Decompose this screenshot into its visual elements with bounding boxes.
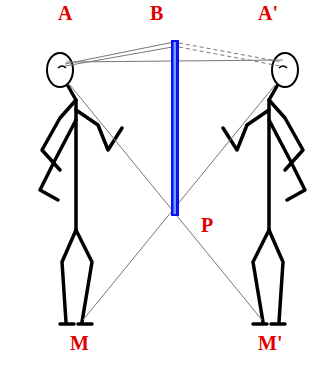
mirror — [171, 40, 179, 216]
point-label: M — [70, 332, 89, 354]
point-label: A — [58, 2, 72, 24]
point-label: B — [150, 2, 163, 24]
left-person — [40, 53, 122, 324]
sight-lines — [65, 42, 283, 320]
mirror-shine — [174, 42, 177, 214]
right-person — [223, 53, 305, 324]
reflected-lines — [179, 43, 282, 66]
point-label: M' — [258, 332, 282, 354]
point-label: P — [201, 214, 213, 236]
point-label: A' — [258, 2, 278, 24]
